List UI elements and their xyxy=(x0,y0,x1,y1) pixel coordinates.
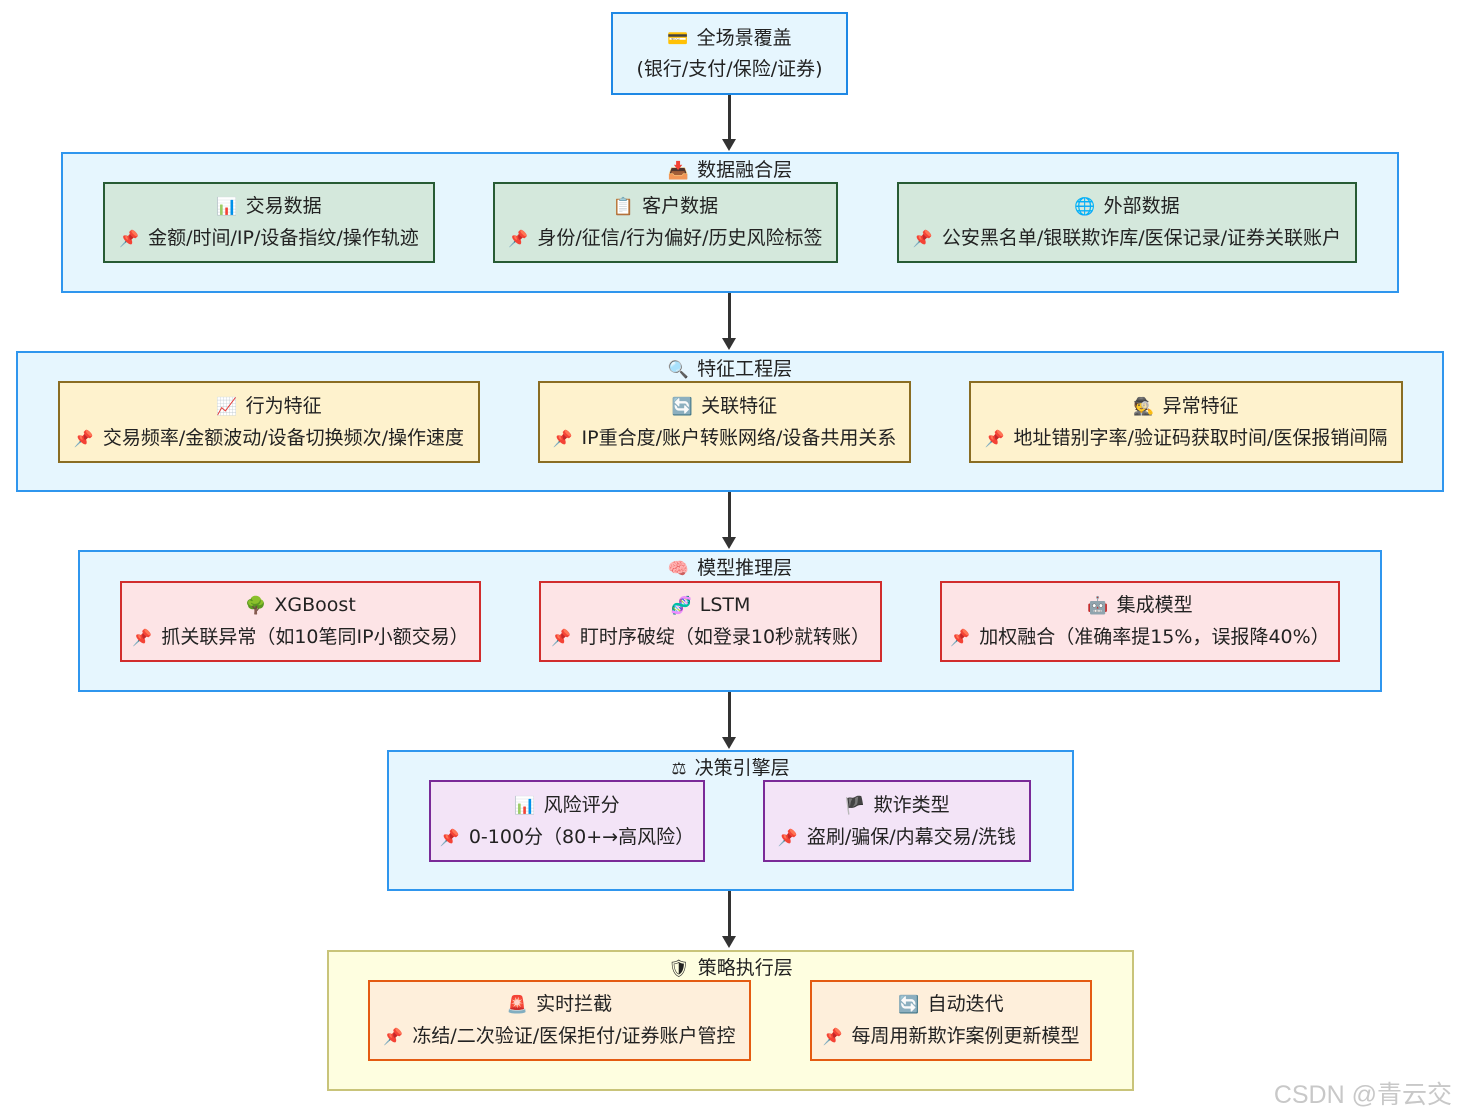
bar-chart-icon: 📊 xyxy=(216,197,238,217)
pin-icon: 📌 xyxy=(552,428,573,448)
layer-title: 🔍特征工程层 xyxy=(667,358,793,380)
brain-icon: 🧠 xyxy=(667,559,690,579)
node-detail: 0-100分（80+→高风险） xyxy=(468,825,695,848)
layer-title: 🧠模型推理层 xyxy=(667,557,793,579)
pin-icon: 📌 xyxy=(912,229,933,248)
xgboost-node: 🌳 XGBoost 📌 抓关联异常（如10笔同IP小额交易） xyxy=(120,581,481,662)
node-title: 异常特征 xyxy=(1162,394,1239,417)
pin-icon: 📌 xyxy=(950,628,971,647)
node-detail: 身份/征信/行为偏好/历史风险标签 xyxy=(537,227,823,249)
bar-chart-icon: 📊 xyxy=(514,795,536,816)
scenario-coverage-title: 💳全场景覆盖 xyxy=(667,23,791,54)
refresh-icon: 🔄 xyxy=(898,995,920,1015)
node-title: LSTM xyxy=(699,594,751,616)
realtime-block-node: 🚨 实时拦截 📌 冻结/二次验证/医保拒付/证券账户管控 xyxy=(368,980,751,1061)
risk-score-node: 📊 风险评分 📌 0-100分（80+→高风险） xyxy=(429,780,705,862)
dna-icon: 🧬 xyxy=(670,596,692,616)
scales-icon: ⚖ xyxy=(671,759,687,779)
csdn-watermark: CSDN @青云交 xyxy=(1273,1081,1452,1109)
scenario-coverage-node: 💳全场景覆盖 (银行/支付/保险/证券) xyxy=(611,12,848,95)
relation-feature-node: 🔄 关联特征 📌 IP重合度/账户转账网络/设备共用关系 xyxy=(538,381,911,463)
node-detail: 冻结/二次验证/医保拒付/证券账户管控 xyxy=(412,1025,736,1047)
node-detail: 交易频率/金额波动/设备切换频次/操作速度 xyxy=(102,426,465,449)
pirate-flag-icon: 🏴 xyxy=(844,795,866,816)
pin-icon: 📌 xyxy=(777,827,798,847)
refresh-icon: 🔄 xyxy=(671,396,694,417)
transaction-data-node: 📊 交易数据 📌 金额/时间/IP/设备指纹/操作轨迹 xyxy=(103,182,435,263)
inbox-icon: 📥 xyxy=(667,161,690,181)
layer-title: 📥数据融合层 xyxy=(667,159,793,181)
magnifier-icon: 🔍 xyxy=(667,360,690,380)
node-detail: 抓关联异常（如10笔同IP小额交易） xyxy=(161,626,469,648)
node-detail: IP重合度/账户转账网络/设备共用关系 xyxy=(581,426,897,449)
flow-arrow xyxy=(722,891,736,948)
robot-icon: 🤖 xyxy=(1087,596,1109,616)
node-title: 风险评分 xyxy=(543,793,620,816)
node-title: XGBoost xyxy=(274,594,356,616)
pin-icon: 📌 xyxy=(508,229,529,248)
pin-icon: 📌 xyxy=(73,428,94,448)
customer-data-node: 📋 客户数据 📌 身份/征信/行为偏好/历史风险标签 xyxy=(493,182,838,263)
pin-icon: 📌 xyxy=(822,1027,843,1046)
node-detail: 公安黑名单/银联欺诈库/医保记录/证券关联账户 xyxy=(941,227,1342,249)
node-title: 集成模型 xyxy=(1116,594,1193,616)
scenario-coverage-subtitle: (银行/支付/保险/证券) xyxy=(636,58,823,80)
node-title: 客户数据 xyxy=(642,195,719,217)
layer-title: 🛡策略执行层 xyxy=(668,957,793,979)
node-detail: 加权融合（准确率提15%，误报降40%） xyxy=(979,626,1330,648)
siren-icon: 🚨 xyxy=(506,995,529,1015)
globe-icon: 🌐 xyxy=(1074,197,1096,217)
pin-icon: 📌 xyxy=(383,1027,404,1046)
behavior-feature-node: 📈 行为特征 📌 交易频率/金额波动/设备切换频次/操作速度 xyxy=(58,381,480,463)
anomaly-feature-node: 🕵 异常特征 📌 地址错别字率/验证码获取时间/医保报销间隔 xyxy=(969,381,1403,463)
trend-chart-icon: 📈 xyxy=(216,396,238,417)
node-title: 自动迭代 xyxy=(927,993,1004,1015)
node-detail: 盗刷/骗保/内幕交易/洗钱 xyxy=(806,825,1017,848)
node-detail: 盯时序破绽（如登录10秒就转账） xyxy=(579,626,871,648)
credit-card-icon: 💳 xyxy=(667,29,689,49)
node-title: 外部数据 xyxy=(1103,195,1180,217)
detective-icon: 🕵 xyxy=(1133,396,1155,417)
tree-icon: 🌳 xyxy=(245,596,267,616)
clipboard-icon: 📋 xyxy=(612,197,635,217)
pin-icon: 📌 xyxy=(132,628,153,647)
flow-arrow xyxy=(722,293,736,350)
node-detail: 金额/时间/IP/设备指纹/操作轨迹 xyxy=(148,227,419,249)
shield-icon: 🛡 xyxy=(668,959,690,979)
node-title: 行为特征 xyxy=(245,394,322,417)
fraud-type-node: 🏴 欺诈类型 📌 盗刷/骗保/内幕交易/洗钱 xyxy=(763,780,1031,862)
node-title: 关联特征 xyxy=(701,394,778,417)
external-data-node: 🌐 外部数据 📌 公安黑名单/银联欺诈库/医保记录/证券关联账户 xyxy=(897,182,1357,263)
node-title: 欺诈类型 xyxy=(873,793,950,816)
node-title: 交易数据 xyxy=(245,195,322,217)
pin-icon: 📌 xyxy=(984,428,1005,448)
pin-icon: 📌 xyxy=(439,827,460,847)
pin-icon: 📌 xyxy=(119,229,140,248)
flow-arrow xyxy=(722,692,736,749)
node-title: 实时拦截 xyxy=(536,993,613,1015)
node-detail: 地址错别字率/验证码获取时间/医保报销间隔 xyxy=(1013,426,1388,449)
layer-title: ⚖决策引擎层 xyxy=(671,757,790,779)
node-detail: 每周用新欺诈案例更新模型 xyxy=(851,1025,1080,1047)
lstm-node: 🧬 LSTM 📌 盯时序破绽（如登录10秒就转账） xyxy=(539,581,882,662)
auto-iteration-node: 🔄 自动迭代 📌 每周用新欺诈案例更新模型 xyxy=(810,980,1092,1061)
pin-icon: 📌 xyxy=(550,628,571,647)
flow-arrow xyxy=(722,95,736,151)
ensemble-model-node: 🤖 集成模型 📌 加权融合（准确率提15%，误报降40%） xyxy=(940,581,1340,662)
flow-arrow xyxy=(722,492,736,549)
